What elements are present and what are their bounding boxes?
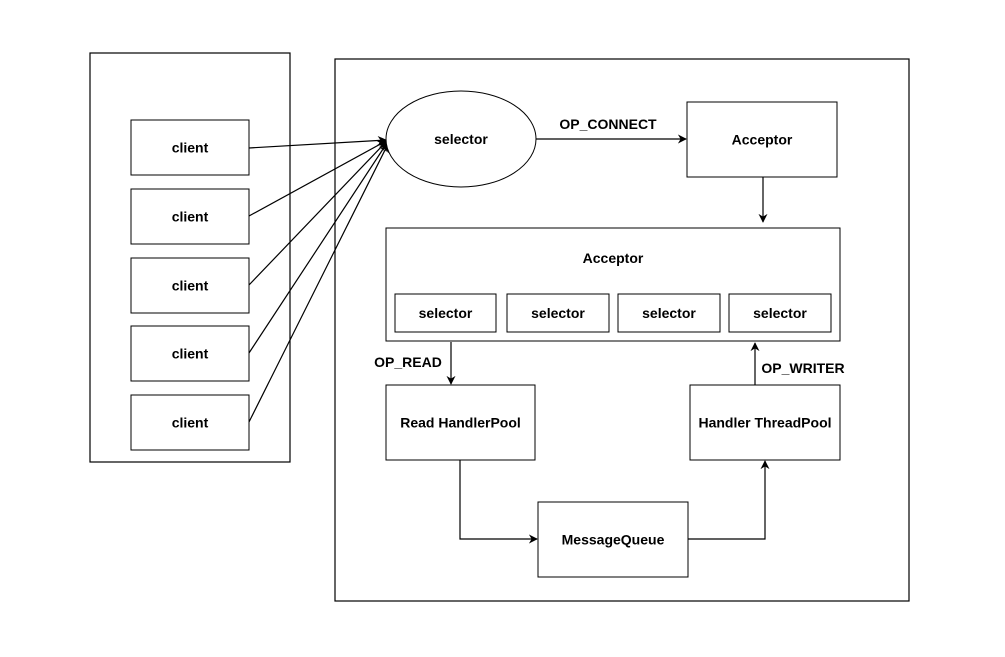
read-handler-pool-node: Read HandlerPool [385, 384, 536, 461]
client-label: client [172, 140, 209, 156]
server-frame [334, 58, 910, 602]
sub-selector-label: selector [419, 305, 473, 321]
sub-selector-node: selector [394, 293, 497, 333]
client-node: client [130, 325, 250, 382]
client-label: client [172, 278, 209, 294]
acceptor-group-title: Acceptor [583, 250, 644, 266]
sub-selector-node: selector [728, 293, 832, 333]
queue-to-handler-pool-arrow [688, 460, 770, 540]
client-group-frame [89, 52, 291, 463]
handler-thread-pool-node: Handler ThreadPool [689, 384, 841, 461]
read-pool-to-queue-arrow [459, 460, 538, 544]
client-to-selector-arrow [248, 140, 387, 217]
op-writer-label: OP_WRITER [761, 360, 844, 376]
main-selector-label: selector [434, 131, 488, 147]
client-node: client [130, 188, 250, 245]
client-to-selector-arrow [248, 142, 388, 354]
client-label: client [172, 346, 209, 362]
message-queue-node: MessageQueue [537, 501, 689, 578]
sub-selector-node: selector [506, 293, 610, 333]
acceptor-top-label: Acceptor [732, 132, 793, 148]
client-to-selector-arrow [248, 143, 389, 423]
client-node: client [130, 119, 250, 176]
handler-thread-pool-label: Handler ThreadPool [698, 415, 831, 431]
client-to-selector-arrow [248, 141, 387, 286]
client-label: client [172, 209, 209, 225]
client-node: client [130, 257, 250, 314]
main-selector-node: selector [385, 90, 537, 188]
client-to-selector-arrow [248, 135, 387, 149]
client-label: client [172, 415, 209, 431]
acceptor-top-node: Acceptor [686, 101, 838, 178]
client-node: client [130, 394, 250, 451]
sub-selector-label: selector [531, 305, 585, 321]
op-read-label: OP_READ [374, 354, 442, 370]
sub-selector-node: selector [617, 293, 721, 333]
read-handler-pool-label: Read HandlerPool [400, 415, 521, 431]
sub-selector-label: selector [753, 305, 807, 321]
sub-selector-label: selector [642, 305, 696, 321]
op-connect-label: OP_CONNECT [559, 116, 657, 132]
message-queue-label: MessageQueue [562, 532, 665, 548]
